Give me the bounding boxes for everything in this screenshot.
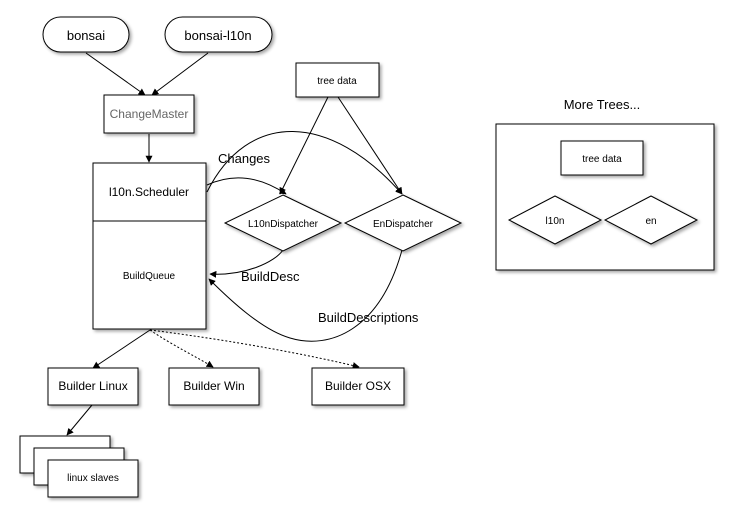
changes-label: Changes: [218, 151, 271, 166]
edge-bonsai-changemaster: [85, 52, 146, 96]
l10n-dispatcher-label: L10nDispatcher: [248, 219, 319, 230]
tree-data-label: tree data: [317, 76, 357, 87]
edge-buildqueue-win: [149, 329, 214, 368]
edge-scheduler-l10ndispatcher: [206, 177, 287, 195]
tree-data-node: tree data: [295, 62, 380, 98]
edge-endispatcher-buildqueue: [208, 249, 403, 342]
edge-scheduler-endispatcher: [206, 131, 403, 195]
builddesc-label: BuildDesc: [241, 269, 300, 284]
more-trees-l10n-diamond: [507, 195, 603, 245]
builddescriptions-label: BuildDescriptions: [318, 310, 419, 325]
more-trees-l10n-label: l10n: [546, 216, 565, 227]
linux-slave-card-front: [47, 459, 139, 498]
edge-buildqueue-osx: [149, 329, 360, 369]
edge-treedata-endispatcher: [337, 96, 403, 195]
changemaster-label: ChangeMaster: [110, 107, 189, 121]
buildqueue-label: BuildQueue: [123, 271, 176, 282]
builder-linux-node: Builder Linux: [47, 367, 139, 406]
more-trees-en-diamond: [603, 195, 699, 245]
builder-win-label: Builder Win: [183, 379, 244, 393]
more-trees-title: More Trees...: [564, 97, 641, 112]
edge-buildqueue-linux: [92, 329, 151, 369]
en-dispatcher-label: EnDispatcher: [373, 219, 434, 230]
more-trees-tree-data-label: tree data: [582, 154, 622, 165]
changemaster-node: ChangeMaster: [103, 94, 195, 134]
edge-l10ndispatcher-buildqueue: [209, 249, 284, 278]
builder-win-node: Builder Win: [168, 367, 260, 406]
edges: [66, 52, 403, 436]
bonsai-l10n-node: bonsai-l10n: [164, 16, 273, 53]
scheduler-label: l10n.Scheduler: [109, 185, 189, 199]
more-trees-en-label: en: [645, 216, 656, 227]
edge-treedata-l10ndispatcher: [279, 96, 329, 195]
builder-osx-node: Builder OSX: [311, 367, 405, 406]
builder-osx-label: Builder OSX: [325, 379, 391, 393]
bonsai-label: bonsai: [67, 28, 105, 43]
scheduler-buildqueue-node: l10n.Scheduler BuildQueue: [92, 162, 207, 330]
bonsai-node: bonsai: [42, 16, 130, 53]
bonsai-l10n-label: bonsai-l10n: [184, 28, 251, 43]
edge-linux-slaves: [66, 404, 93, 436]
more-trees-panel: More Trees... tree data l10n en: [495, 97, 715, 271]
edge-bonsai-l10n-changemaster: [151, 52, 209, 96]
linux-slaves-node: linux slaves: [19, 435, 139, 498]
l10n-dispatcher-node: L10nDispatcher: [223, 194, 343, 252]
more-trees-tree-data-box: [560, 140, 644, 176]
builder-linux-label: Builder Linux: [58, 379, 127, 393]
linux-slaves-label: linux slaves: [67, 473, 119, 484]
en-dispatcher-node: EnDispatcher: [343, 194, 463, 252]
